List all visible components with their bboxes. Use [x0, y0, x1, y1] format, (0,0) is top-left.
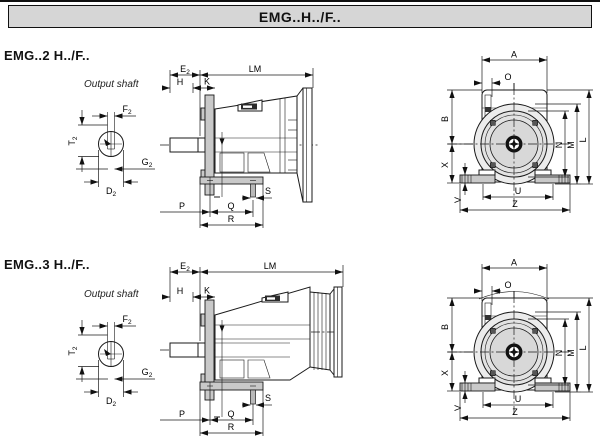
mounting-flange-plate [204, 94, 215, 196]
dim-label-e2: E2 [180, 261, 190, 273]
dim-label-q: Q [227, 409, 234, 419]
dim-label-lm: LM [264, 261, 277, 271]
nameplate [237, 99, 263, 112]
dim-label-lm: LM [249, 64, 262, 74]
front-view-emg2: A O B X V N M L U Z [440, 50, 593, 213]
foot [199, 381, 264, 405]
dim-label-r: R [228, 422, 235, 432]
flange-screw [490, 328, 496, 334]
dim-label-a: A [511, 50, 517, 60]
motor-adapter [288, 87, 313, 203]
dim-label-h: H [177, 286, 184, 296]
dimensions: F2 T2 G2 D2 [67, 314, 155, 408]
gear-unit [169, 286, 343, 418]
section-heading-emg3: EMG..3 H../F.. [4, 257, 90, 272]
gear-unit [169, 87, 313, 203]
dim-label-l: L [578, 137, 588, 142]
dim-label-f2: F2 [122, 104, 132, 116]
dim-label-m: M [566, 349, 576, 357]
dim-label-b: B [440, 324, 450, 330]
motor-adapter [309, 286, 343, 378]
flange-screw [532, 328, 538, 334]
motor-body [448, 83, 572, 208]
dimensions: E2 LM H K P Q R S [160, 261, 344, 436]
dim-label-m: M [566, 141, 576, 149]
dim-label-p: P [179, 201, 185, 211]
dim-label-o: O [504, 280, 511, 290]
dim-label-u: U [515, 186, 522, 196]
dim-label-l: L [578, 345, 588, 350]
dim-label-z: Z [512, 407, 518, 417]
dim-label-a: A [511, 258, 517, 268]
dim-label-q: Q [227, 201, 234, 211]
dim-label-f2: F2 [122, 314, 132, 326]
shaft-section [98, 112, 124, 157]
center-arrow [104, 349, 111, 356]
dim-label-g2: G2 [142, 157, 153, 169]
side-view-emg2: E2 LM H K P Q R S [160, 64, 318, 228]
output-shaft-view-emg3: F2 T2 G2 D2 [67, 314, 155, 408]
motor-flange [333, 286, 343, 378]
output-shaft [169, 137, 206, 153]
dim-label-u: U [515, 394, 522, 404]
dim-label-v: V [453, 197, 463, 203]
dim-label-n: N [554, 142, 564, 149]
flange-screw [490, 120, 496, 126]
dim-label-d2: D2 [106, 396, 117, 408]
dim-label-s: S [265, 186, 271, 196]
dim-label-z: Z [512, 199, 518, 209]
dimensions: A O B X V N M L U Z [440, 258, 593, 421]
output-shaft-label-emg2: Output shaft [84, 79, 139, 90]
dim-label-g2: G2 [142, 367, 153, 379]
dim-label-t2: T2 [67, 346, 79, 356]
output-shaft-label-emg3: Output shaft [84, 289, 139, 300]
dim-label-x: X [440, 370, 450, 376]
feet [459, 169, 571, 184]
dim-label-x: X [440, 162, 450, 168]
dim-label-v: V [453, 405, 463, 411]
dim-label-e2: E2 [180, 64, 190, 76]
foot-bolt [250, 389, 256, 405]
dimensions: A O B X V N M L U Z [440, 50, 593, 213]
dimensions: F2 T2 G2 D2 [67, 104, 155, 198]
foot-bolt [250, 183, 256, 198]
center-arrow [104, 139, 111, 146]
title-bar: EMG..H../F.. [8, 5, 592, 28]
section-heading-emg2: EMG..2 H../F.. [4, 48, 90, 63]
dim-label-h: H [177, 77, 184, 87]
dim-label-r: R [228, 214, 235, 224]
dim-label-t2: T2 [67, 136, 79, 146]
dim-label-k: K [204, 77, 210, 87]
output-shaft [169, 342, 206, 358]
flange-screw [532, 370, 538, 376]
flange-screw [532, 120, 538, 126]
dim-label-s: S [265, 393, 271, 403]
foot [199, 176, 264, 198]
dim-label-b: B [440, 116, 450, 122]
front-view-emg3: A O B X V N M L U Z [440, 258, 593, 421]
dim-label-k: K [204, 286, 210, 296]
side-view-emg3: E2 LM H K P Q R S [160, 261, 344, 436]
dim-label-d2: D2 [106, 186, 117, 198]
flange-screw [490, 370, 496, 376]
nameplate [261, 291, 289, 303]
output-shaft-view-emg2: F2 T2 G2 D2 [67, 104, 155, 198]
page-title: EMG..H../F.. [258, 8, 342, 25]
flange-screw [490, 162, 496, 168]
dim-label-n: N [554, 350, 564, 357]
dim-label-o: O [504, 72, 511, 82]
page-top-rule [0, 0, 600, 2]
dimensions: E2 LM H K P Q R S [160, 64, 314, 228]
flange-screw [532, 162, 538, 168]
mounting-flange-plate [204, 299, 215, 401]
shaft-section [98, 322, 124, 367]
dim-label-p: P [179, 409, 185, 419]
motor-flange [302, 87, 313, 203]
